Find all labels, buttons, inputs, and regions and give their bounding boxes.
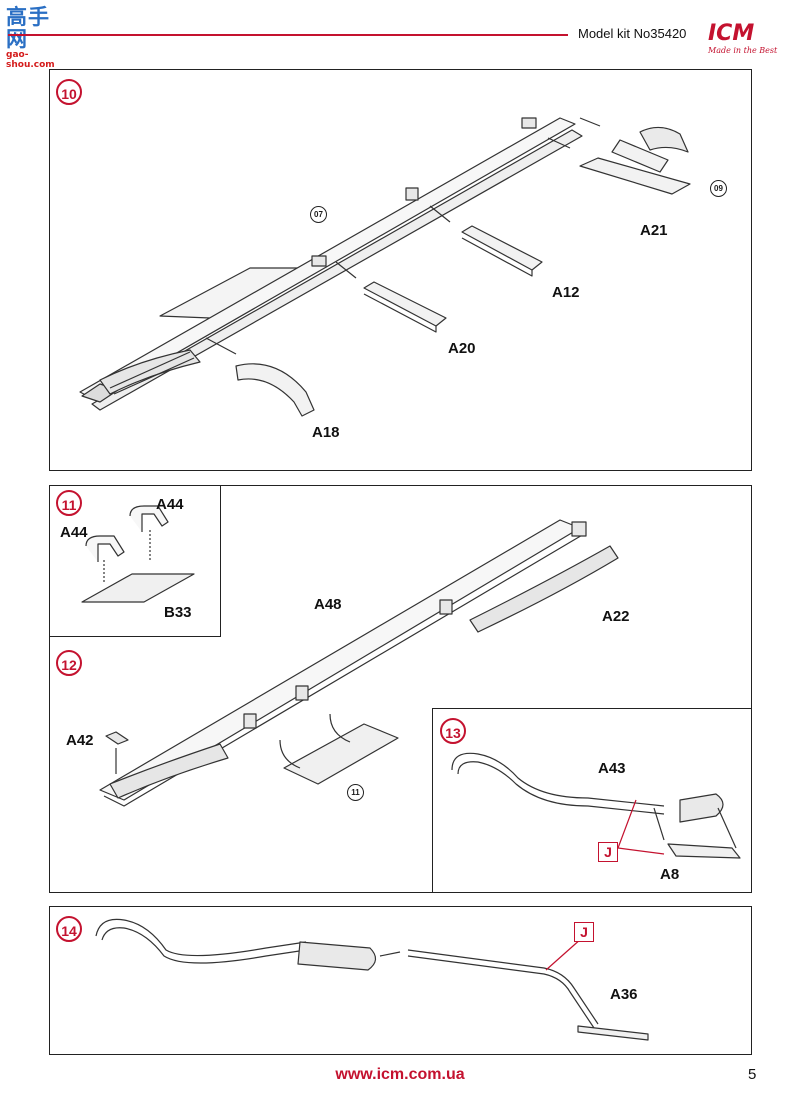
part-label-a44-right: A44 bbox=[156, 496, 184, 513]
part-label-a18: A18 bbox=[312, 424, 340, 441]
marker-j-step13: J bbox=[598, 842, 618, 862]
marker-j-step14: J bbox=[574, 922, 594, 942]
exhaust-drawing-13 bbox=[451, 752, 741, 859]
brand-logo: ICM Made in the Best bbox=[708, 22, 788, 64]
page-number: 5 bbox=[748, 1066, 757, 1083]
watermark-logo: 高手网 gao-shou.com bbox=[6, 6, 70, 70]
page-title: Model kit No35420 bbox=[578, 26, 687, 41]
step-14-badge: 14 bbox=[56, 916, 82, 942]
watermark-main: 高手网 bbox=[6, 5, 50, 51]
part-label-a36: A36 bbox=[610, 986, 638, 1003]
step-10-badge: 10 bbox=[56, 79, 82, 105]
chassis-frame-drawing bbox=[79, 117, 691, 417]
part-label-a22: A22 bbox=[602, 608, 630, 625]
step-13-badge: 13 bbox=[440, 718, 466, 744]
header-rule bbox=[8, 34, 568, 36]
ref-07: 07 bbox=[310, 206, 327, 223]
step-11-badge: 11 bbox=[56, 490, 82, 516]
ref-11: 11 bbox=[347, 784, 364, 801]
footer-website: www.icm.com.ua bbox=[335, 1066, 465, 1083]
part-label-a8: A8 bbox=[660, 866, 680, 883]
step-11-drawing bbox=[81, 505, 195, 603]
step-14-panel bbox=[49, 906, 752, 1055]
part-label-b33: B33 bbox=[164, 604, 192, 621]
exhaust-drawing-14 bbox=[95, 918, 649, 1041]
logo-tagline: Made in the Best bbox=[708, 46, 778, 55]
part-label-a42: A42 bbox=[66, 732, 94, 749]
step-12-badge: 12 bbox=[56, 650, 82, 676]
part-label-a44-left: A44 bbox=[60, 524, 88, 541]
watermark-sub: gao-shou.com bbox=[6, 50, 55, 70]
ref-09: 09 bbox=[710, 180, 727, 197]
part-label-a12: A12 bbox=[552, 284, 580, 301]
part-label-a21: A21 bbox=[640, 222, 668, 239]
step-10-panel bbox=[49, 69, 752, 471]
side-frame-drawing bbox=[99, 519, 619, 807]
part-label-a20: A20 bbox=[448, 340, 476, 357]
part-label-a48: A48 bbox=[314, 596, 342, 613]
part-label-a43: A43 bbox=[598, 760, 626, 777]
logo-wordmark: ICM bbox=[708, 21, 755, 46]
